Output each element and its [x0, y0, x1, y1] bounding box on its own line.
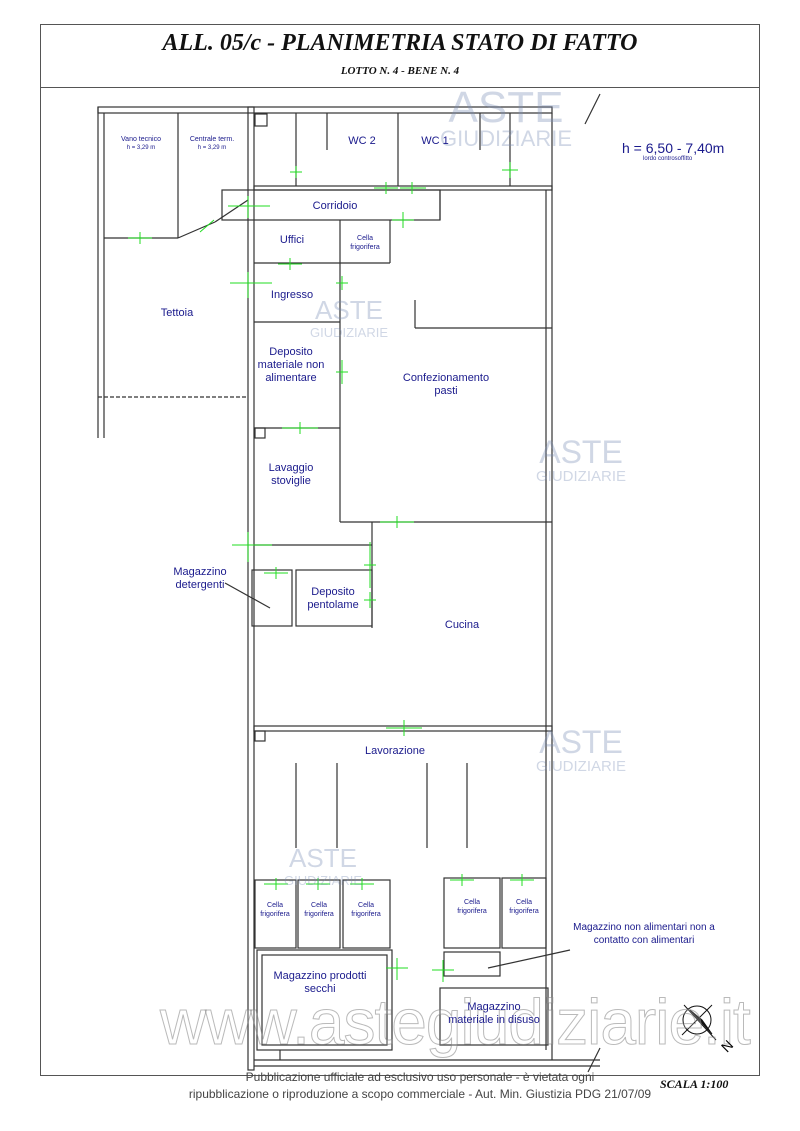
page-frame — [40, 24, 760, 1076]
room-lavaggio: Lavaggio stoviglie — [268, 462, 314, 487]
room-wc2: WC 2 — [348, 135, 376, 147]
room-cella: Cella frigorifera — [351, 902, 381, 918]
door-markers — [128, 162, 534, 982]
room-lavorazione: Lavorazione — [365, 745, 425, 757]
height-note-detail: lordo controsoffitto — [643, 156, 693, 162]
title-block: ALL. 05/c - PLANIMETRIA STATO DI FATTO L… — [40, 24, 760, 88]
room-centrale-term: Centrale term.h = 3,29 m — [189, 136, 235, 151]
room-magazzino-detergenti: Magazzino detergenti — [173, 566, 227, 591]
footer-line-1: Pubblicazione ufficiale ad esclusivo uso… — [245, 1070, 595, 1084]
page-subtitle: LOTTO N. 4 - BENE N. 4 — [340, 65, 460, 77]
room-confezionamento: Confezionamento pasti — [402, 372, 490, 397]
room-cella: Cella frigorifera — [457, 899, 487, 915]
room-cella: Cella frigorifera — [350, 235, 380, 251]
room-wc1: WC 1 — [421, 135, 449, 147]
walls — [97, 93, 601, 1073]
room-magazzino-non-alimentari: Magazzino non alimentari non a contatto … — [573, 922, 715, 946]
page-title: ALL. 05/c - PLANIMETRIA STATO DI FATTO — [162, 30, 638, 56]
room-cucina: Cucina — [444, 619, 480, 631]
scale-label: SCALA 1:100 — [660, 1077, 729, 1091]
room-cella: Cella frigorifera — [304, 902, 334, 918]
compass-icon — [681, 1004, 717, 1041]
room-tettoia: Tettoia — [160, 307, 194, 319]
room-uffici: Uffici — [279, 234, 305, 246]
footer-line-2: ripubblicazione o riproduzione a scopo c… — [188, 1087, 652, 1101]
room-magazzino-disuso: Magazzino materiale in disuso — [448, 1001, 540, 1026]
room-cella: Cella frigorifera — [260, 902, 290, 918]
room-deposito-pentolame: Deposito pentolame — [307, 586, 359, 611]
room-ingresso: Ingresso — [270, 289, 314, 301]
room-magazzino-prodotti-secchi: Magazzino prodotti secchi — [273, 970, 367, 995]
watermark-site: www.astegiudiziarie.it — [160, 986, 752, 1059]
height-note: h = 6,50 - 7,40m — [622, 140, 725, 156]
room-corridoio: Corridoio — [312, 200, 358, 212]
room-cella: Cella frigorifera — [509, 899, 539, 915]
room-deposito-non-alimentare: Deposito materiale non alimentare — [257, 346, 325, 384]
